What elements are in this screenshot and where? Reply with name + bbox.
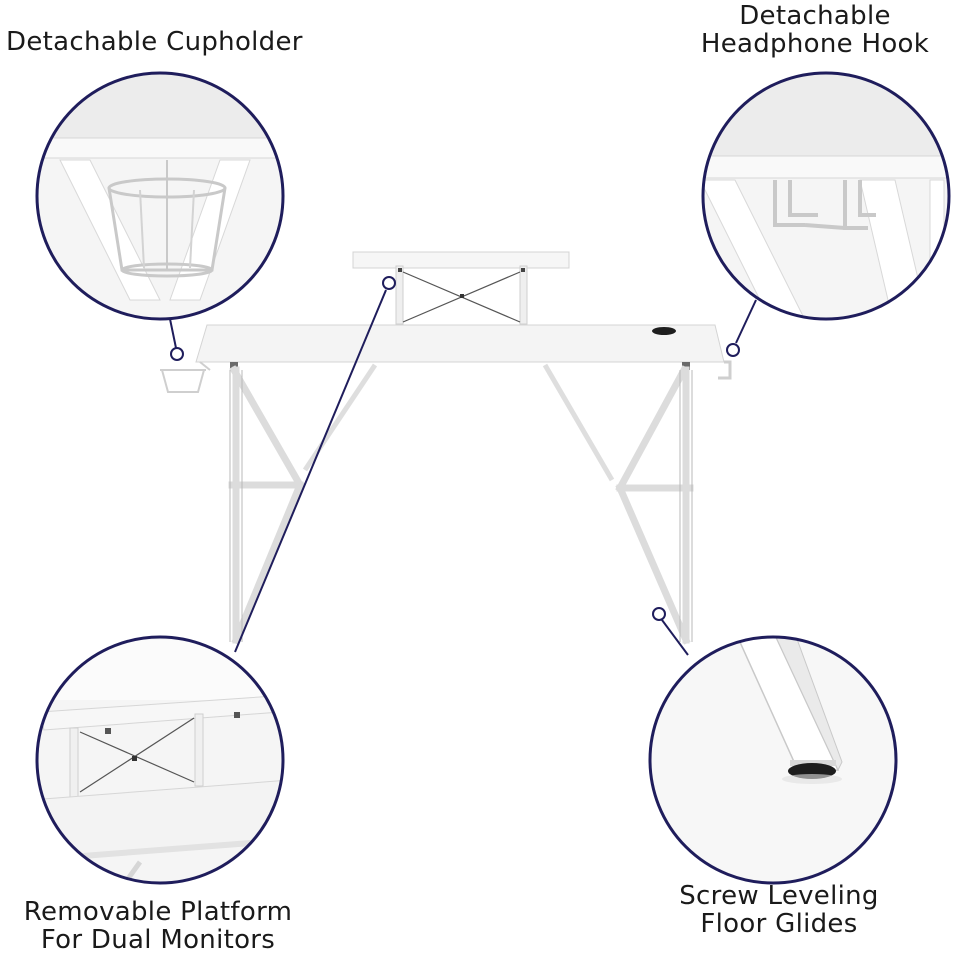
headphone-hook-label: Detachable Headphone Hook	[684, 2, 946, 58]
cupholder-label-line1: Detachable Cupholder	[6, 27, 303, 57]
glides-label: Screw Leveling Floor Glides	[652, 882, 906, 938]
headphone-hook-label-line2: Headphone Hook	[700, 29, 930, 59]
cable-grommet	[652, 327, 676, 335]
glides-label-line2: Floor Glides	[700, 909, 858, 939]
platform-label: Removable Platform For Dual Monitors	[2, 898, 314, 954]
callout-cupholder-detail	[35, 71, 285, 321]
headphone-hook-label-line1: Detachable	[739, 1, 891, 31]
glides-label-line1: Screw Leveling	[679, 881, 879, 911]
callout-platform-detail	[35, 635, 285, 885]
callout-headphone-hook-detail	[701, 71, 951, 321]
callout-glides-detail	[648, 635, 898, 885]
cupholder-label: Detachable Cupholder	[6, 28, 303, 56]
leader-lines	[169, 276, 757, 656]
desktop	[195, 324, 725, 363]
platform-label-line1: Removable Platform	[23, 897, 293, 927]
desk	[160, 251, 732, 645]
platform-label-line2: For Dual Monitors	[40, 925, 276, 955]
monitor-platform	[352, 251, 570, 269]
